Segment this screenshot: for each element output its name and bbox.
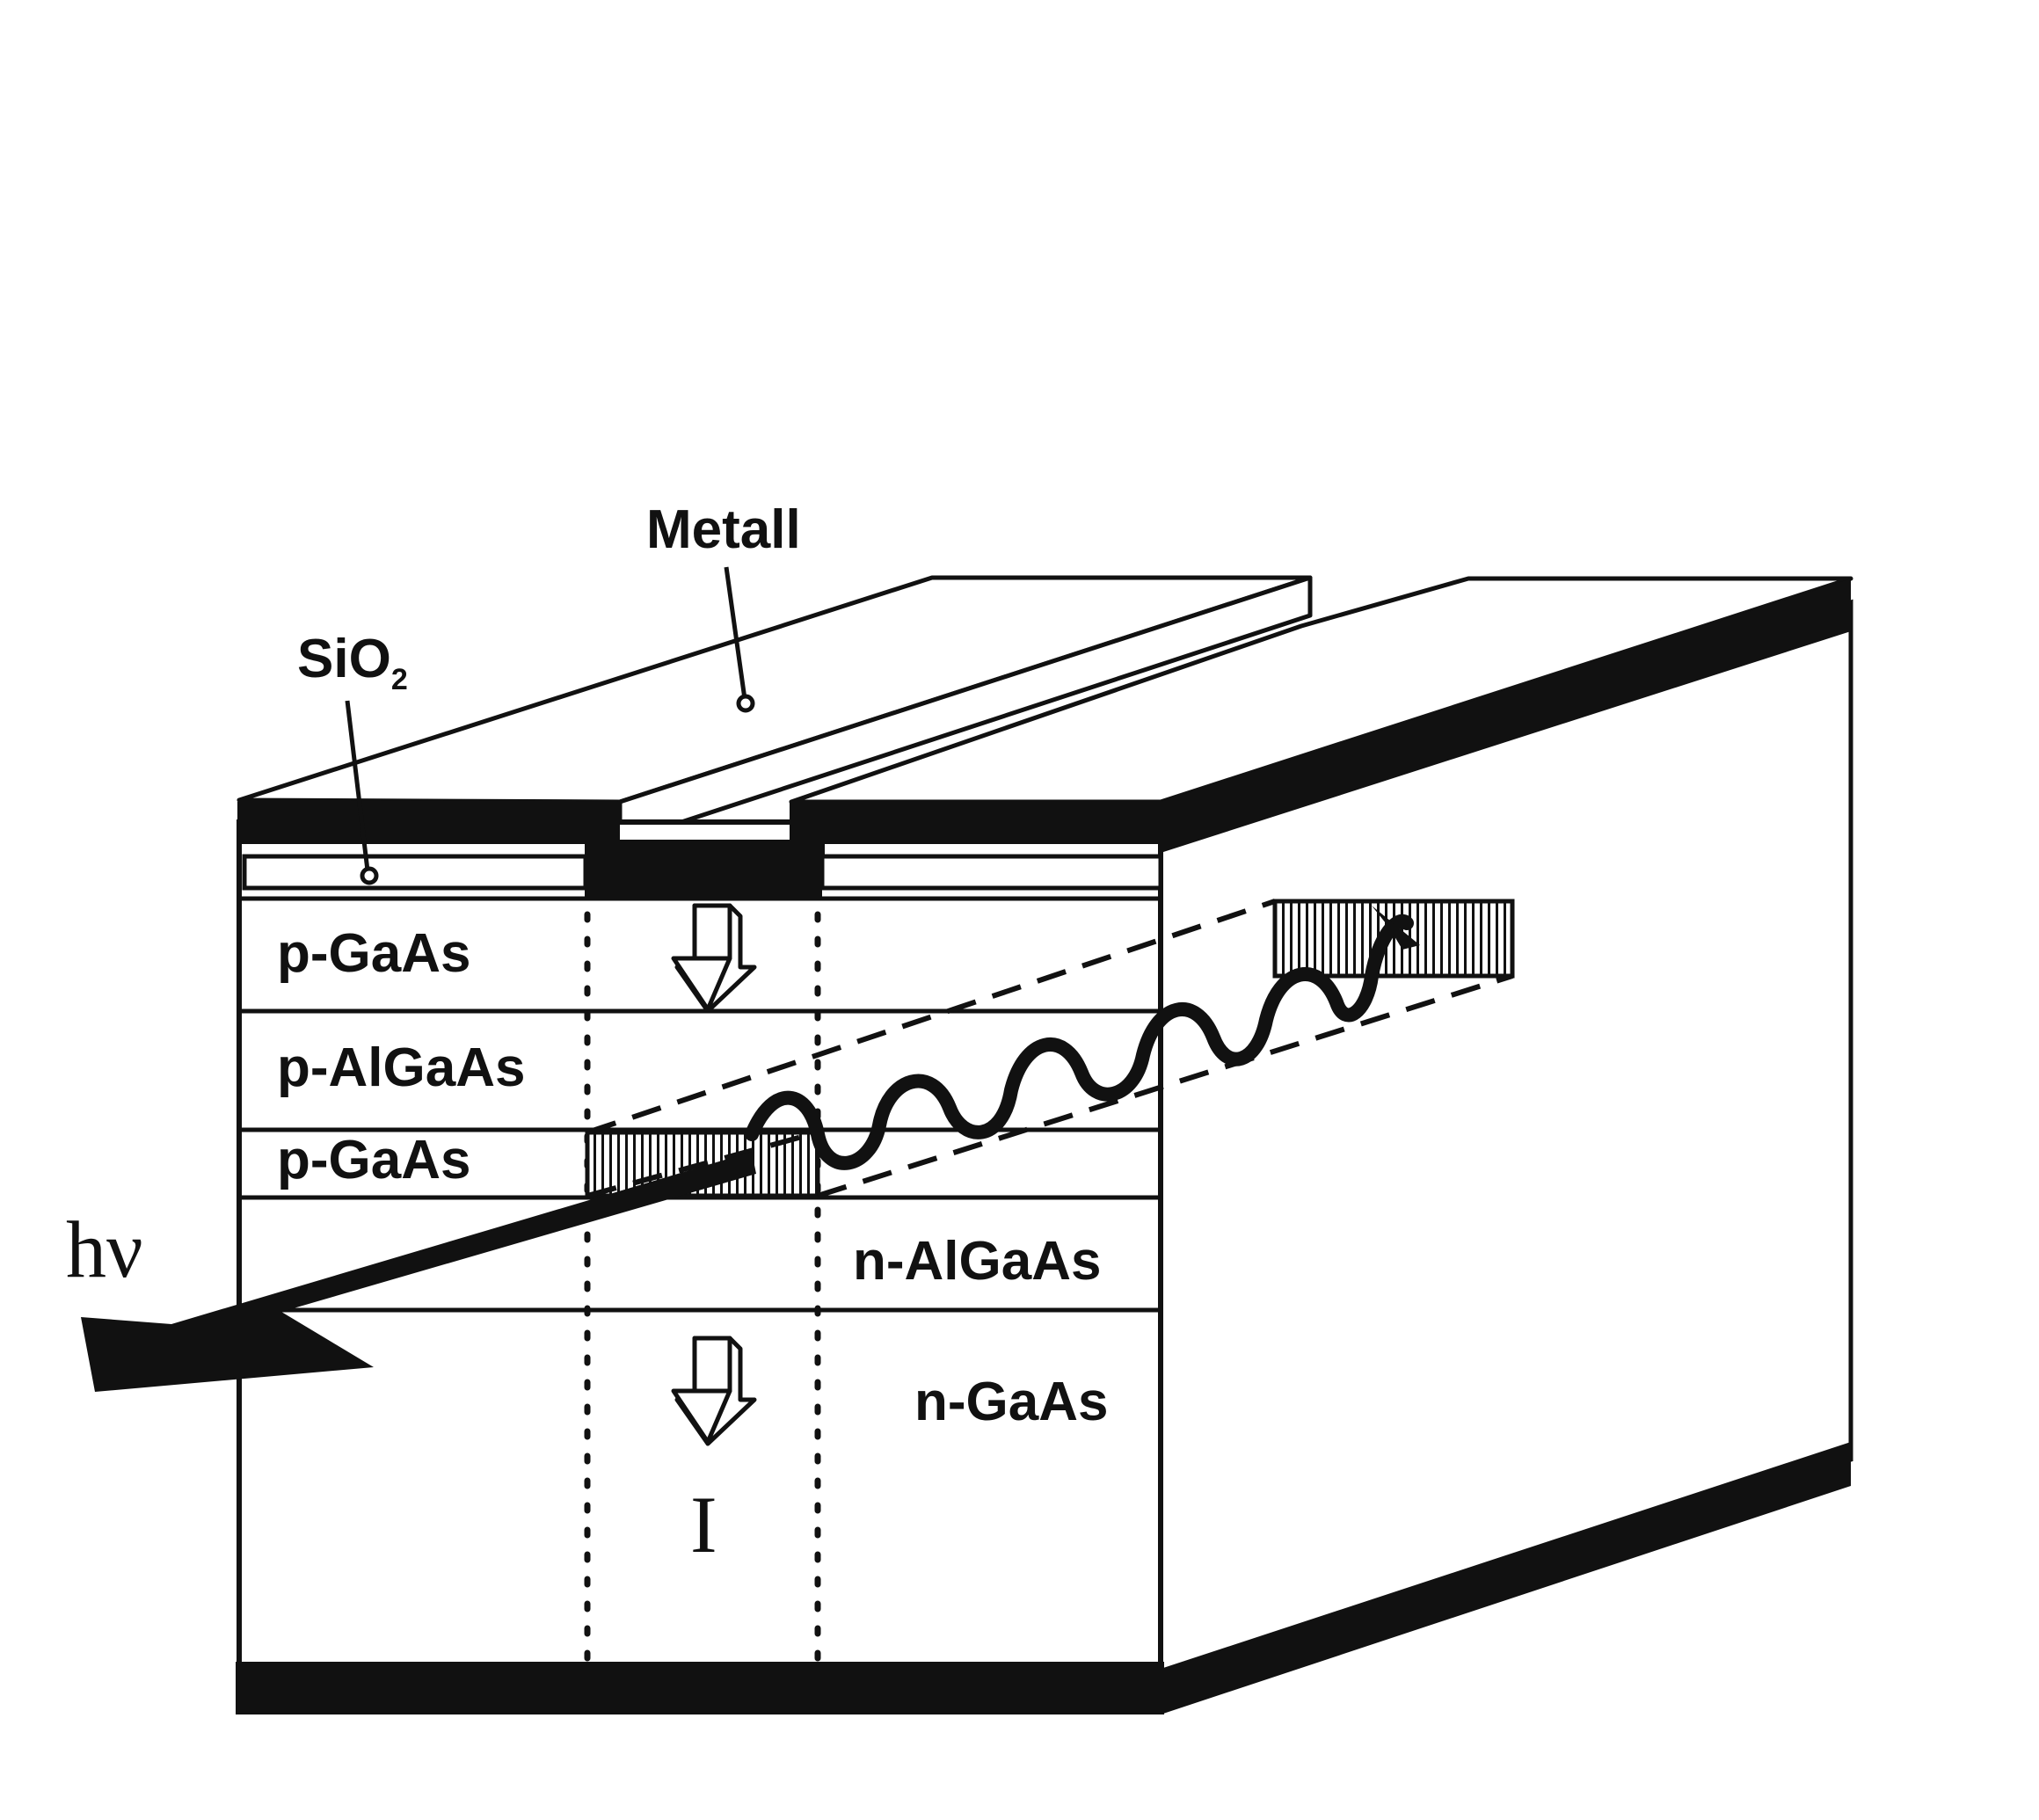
callout-leaders bbox=[345, 566, 755, 885]
right-side-face bbox=[1158, 579, 1853, 1714]
current-arrow-top bbox=[671, 903, 757, 1014]
current-label: I bbox=[690, 1480, 717, 1569]
metal-label: Metall bbox=[646, 499, 801, 560]
photon-beam-arrow bbox=[81, 1152, 756, 1392]
layer-label-n-gaas: n-GaAs bbox=[914, 1372, 1108, 1432]
active-region-back bbox=[1272, 899, 1515, 979]
layer-label-n-algaas: n-AlGaAs bbox=[853, 1231, 1101, 1292]
sio2-strip-right bbox=[790, 802, 1162, 844]
bottom-contact bbox=[236, 1662, 1164, 1714]
beam-guide-dashes bbox=[586, 899, 1513, 1198]
sio2-strip-left bbox=[237, 802, 620, 844]
current-arrow-bottom bbox=[671, 1336, 757, 1446]
sio2-label: SiO2 bbox=[297, 629, 408, 696]
wave-arrowhead bbox=[1372, 906, 1420, 950]
photon-label: hν bbox=[66, 1205, 143, 1294]
current-path-lines bbox=[584, 911, 821, 1665]
top-surface bbox=[237, 575, 1853, 845]
layer-label-p-gaas-top: p-GaAs bbox=[277, 923, 470, 984]
optical-wave bbox=[745, 914, 1414, 1170]
layer-label-p-gaas-active: p-GaAs bbox=[277, 1130, 470, 1190]
metal-contact bbox=[585, 840, 822, 899]
layer-label-p-algaas: p-AlGaAs bbox=[277, 1037, 525, 1098]
